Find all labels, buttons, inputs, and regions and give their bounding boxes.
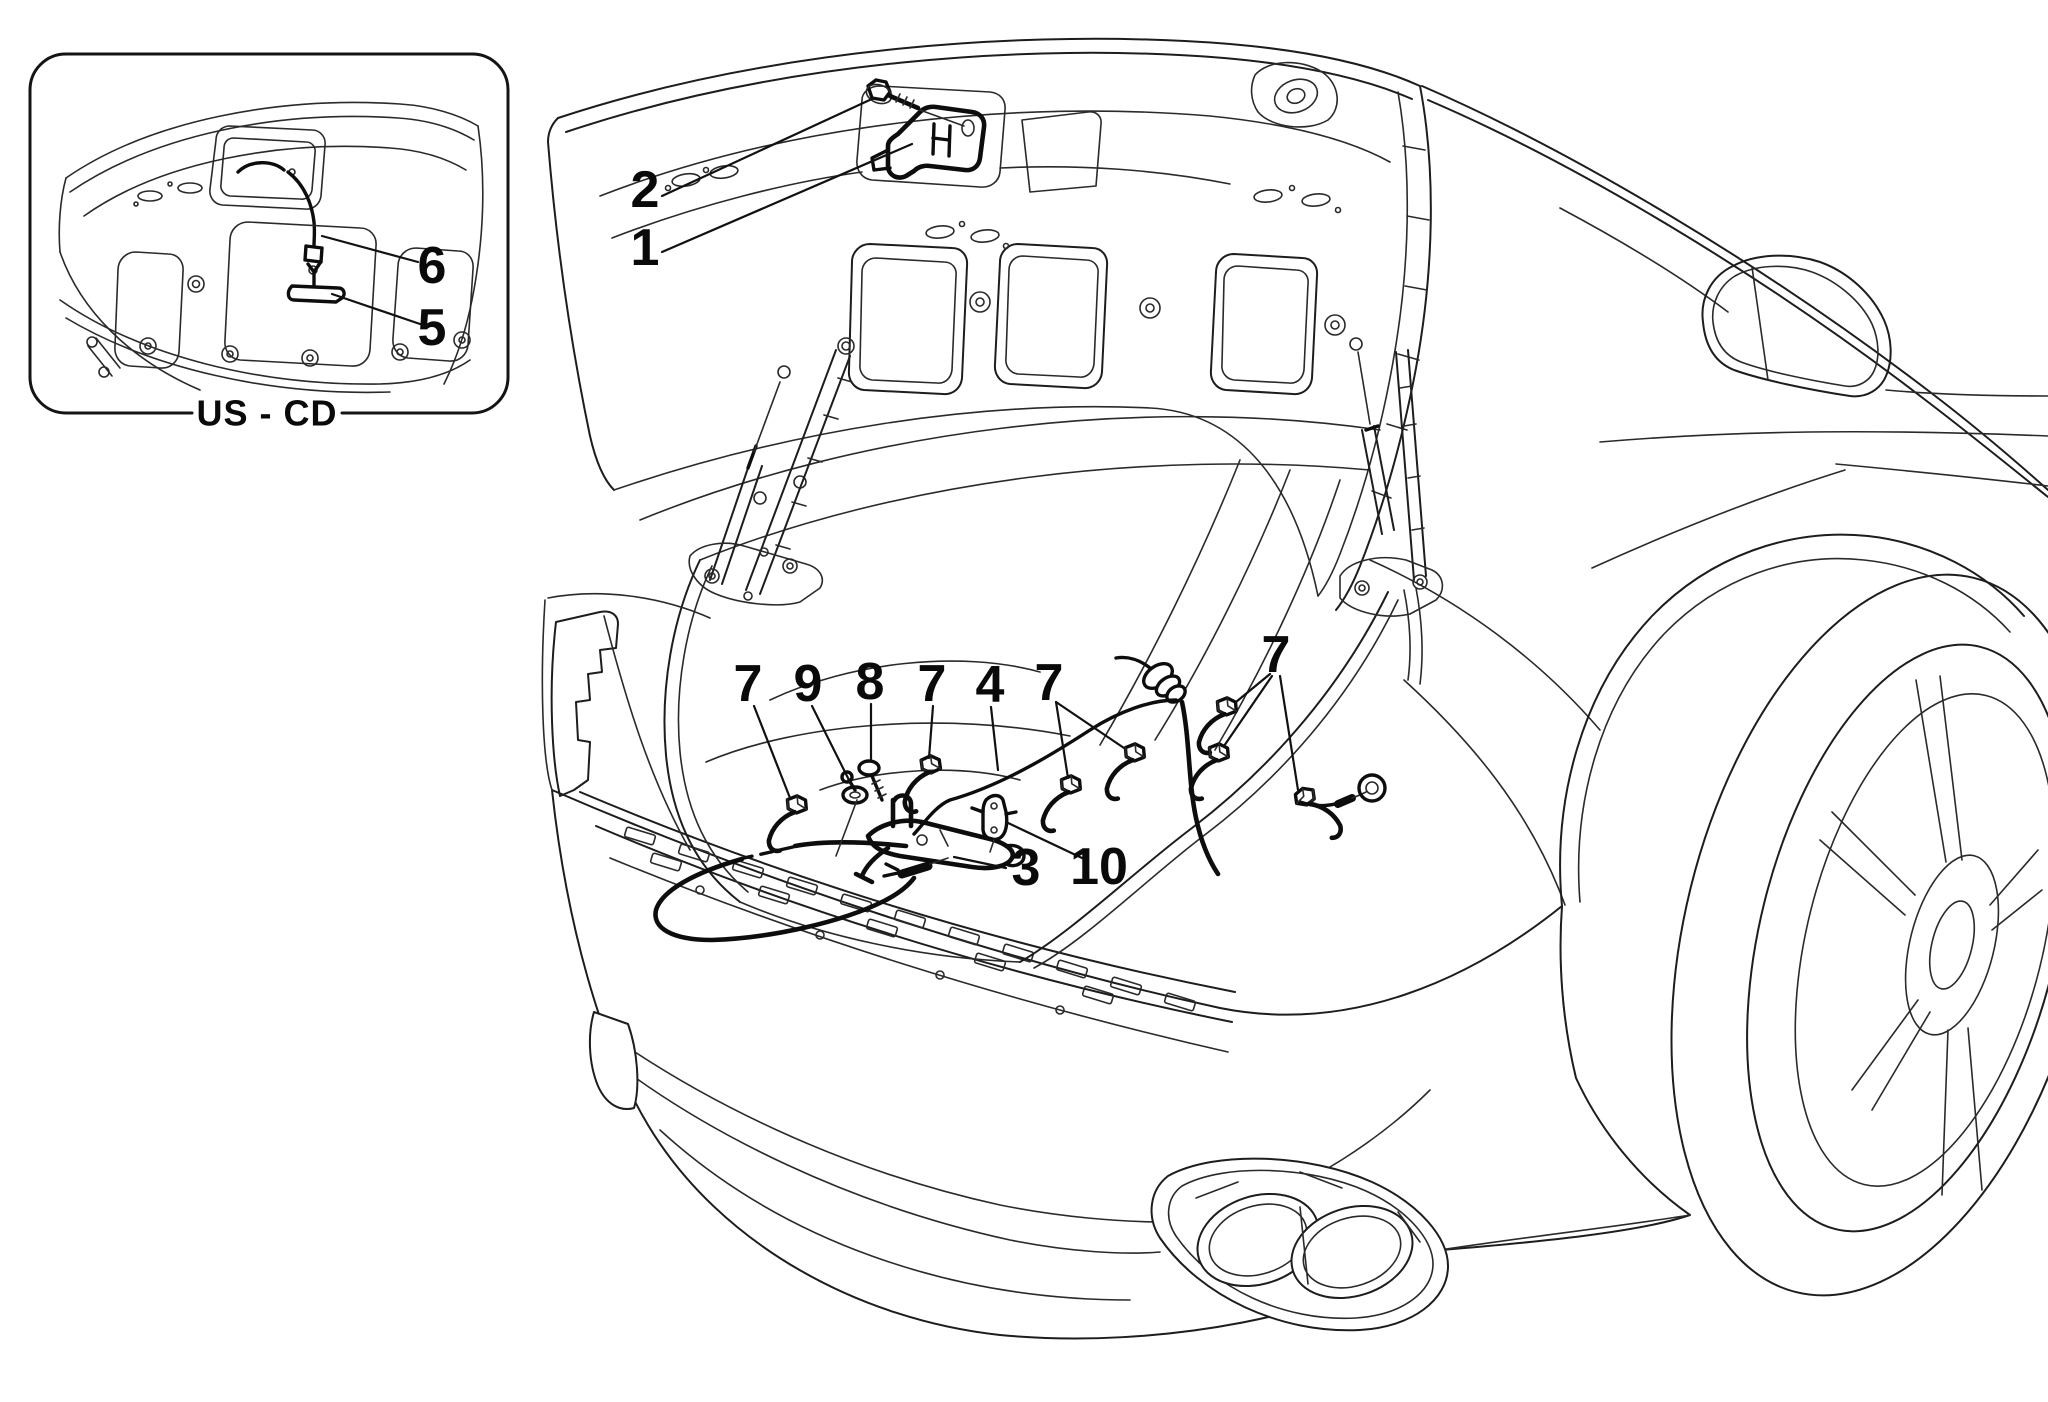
callout-7-b: 7: [918, 655, 947, 713]
callout-9: 9: [794, 655, 823, 713]
main-callouts: 2 1 7 9 8 7 4 7 7 3 10: [631, 161, 1291, 897]
callout-5: 5: [418, 299, 447, 357]
callout-4: 4: [976, 656, 1005, 714]
callout-7-a: 7: [734, 655, 763, 713]
callout-2: 2: [631, 161, 660, 219]
part-2-bolt: [865, 78, 921, 111]
part-10-cable-holder: [970, 793, 1018, 853]
wheel-spokes: [1819, 675, 2043, 1196]
part-1-lock-assembly: [870, 104, 987, 180]
callout-7-c: 7: [1035, 654, 1064, 712]
quarter-window: [1701, 254, 1892, 398]
sill-slots: [623, 826, 1197, 1015]
callout-1: 1: [631, 219, 660, 277]
left-taillight: [541, 592, 711, 851]
part-8-screw: [857, 759, 887, 802]
trunk-aperture: [639, 415, 1399, 969]
callout-6: 6: [418, 237, 447, 295]
part-4-release-cable: [653, 655, 1387, 943]
inset-detail-box: 6 5 US - CD: [28, 52, 510, 434]
rear-bumper: [551, 789, 1691, 1340]
exhaust-assembly: [1150, 1157, 1449, 1332]
bumper-fin: [588, 1011, 639, 1110]
rear-wheel: [1559, 533, 2048, 1297]
leader-lines: [660, 96, 1300, 870]
callout-3: 3: [1012, 839, 1041, 897]
trunk-lid: [547, 37, 1432, 611]
lid-hinges-struts: [688, 337, 1444, 685]
inset-caption: US - CD: [197, 393, 338, 434]
callout-7-d: 7: [1262, 626, 1291, 684]
inset-drawing: [58, 101, 484, 394]
car-body-outline: [1369, 85, 2048, 906]
callout-10: 10: [1070, 838, 1128, 896]
callout-8: 8: [856, 653, 885, 711]
